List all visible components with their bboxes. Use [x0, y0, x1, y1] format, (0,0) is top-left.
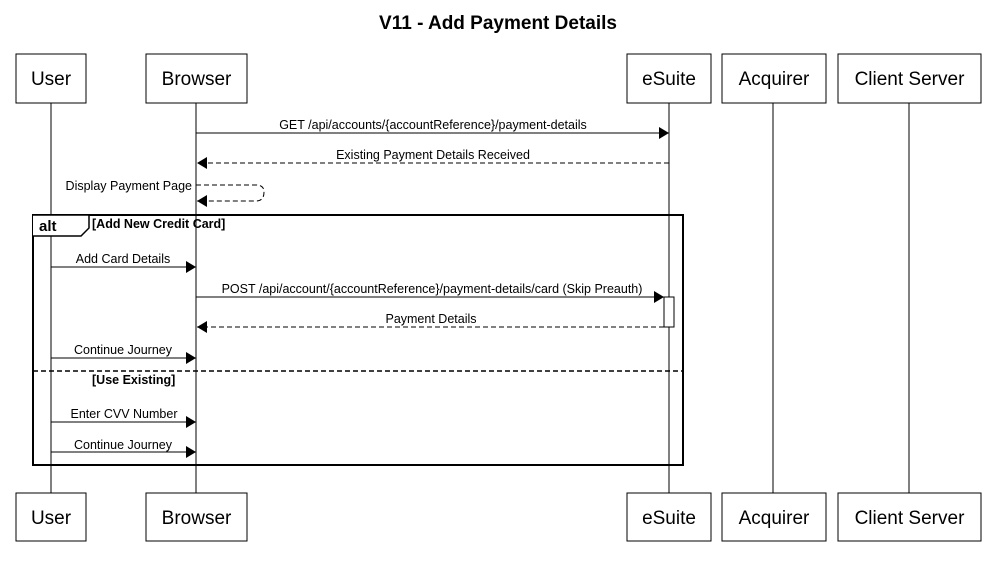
alt-guard-use-existing: [Use Existing] — [92, 373, 175, 387]
participant-label-browser-bottom: Browser — [162, 508, 232, 529]
message-label-continue-journey-1: Continue Journey — [74, 343, 173, 357]
message-label-payment-details-return: Payment Details — [385, 312, 476, 326]
participant-label-esuite-bottom: eSuite — [642, 508, 696, 529]
participant-label-acquirer: Acquirer — [739, 69, 810, 90]
alt-guard-add-new-credit-card: [Add New Credit Card] — [92, 217, 225, 231]
participant-label-acquirer-bottom: Acquirer — [739, 508, 810, 529]
esuite-activation-bar — [663, 296, 675, 328]
participant-label-browser: Browser — [162, 69, 232, 90]
message-label-get-payment-details: GET /api/accounts/{accountReference}/pay… — [279, 118, 587, 132]
participant-box-acquirer-bottom — [721, 492, 827, 542]
participant-box-client-server — [837, 53, 982, 104]
participant-box-acquirer — [721, 53, 827, 104]
participant-box-user — [15, 53, 87, 104]
participant-label-client-server-bottom: Client Server — [855, 508, 965, 529]
message-label-enter-cvv: Enter CVV Number — [71, 407, 178, 421]
participant-label-esuite: eSuite — [642, 69, 696, 90]
message-label-add-card-details: Add Card Details — [76, 252, 171, 266]
message-label-continue-journey-2: Continue Journey — [74, 438, 173, 452]
participant-box-esuite-bottom — [626, 492, 712, 542]
participant-box-user-bottom — [15, 492, 87, 542]
participant-label-client-server: Client Server — [855, 69, 965, 90]
participant-box-browser-bottom — [145, 492, 248, 542]
participant-box-browser — [145, 53, 248, 104]
message-label-existing-payment-details: Existing Payment Details Received — [336, 148, 530, 162]
alt-fragment: alt [Add New Credit Card] [Use Existing] — [32, 214, 684, 466]
message-label-post-card: POST /api/account/{accountReference}/pay… — [222, 282, 643, 296]
message-arrow-display-payment-page — [196, 184, 265, 207]
participant-box-esuite — [626, 53, 712, 104]
alt-operator-label: alt — [39, 218, 57, 235]
participant-label-user-bottom: User — [31, 508, 72, 529]
participant-box-client-server-bottom — [837, 492, 982, 542]
participant-label-user: User — [31, 69, 72, 90]
diagram-title: V11 - Add Payment Details — [379, 13, 617, 34]
alt-fragment-frame — [32, 214, 684, 466]
participants-top: User Browser eSuite Acquirer Client Serv… — [15, 53, 982, 104]
message-label-display-payment-page: Display Payment Page — [66, 179, 193, 193]
messages: GET /api/accounts/{accountReference}/pay… — [51, 118, 669, 458]
alt-operator-tab — [33, 214, 90, 237]
participants-bottom: User Browser eSuite Acquirer Client Serv… — [15, 492, 982, 542]
